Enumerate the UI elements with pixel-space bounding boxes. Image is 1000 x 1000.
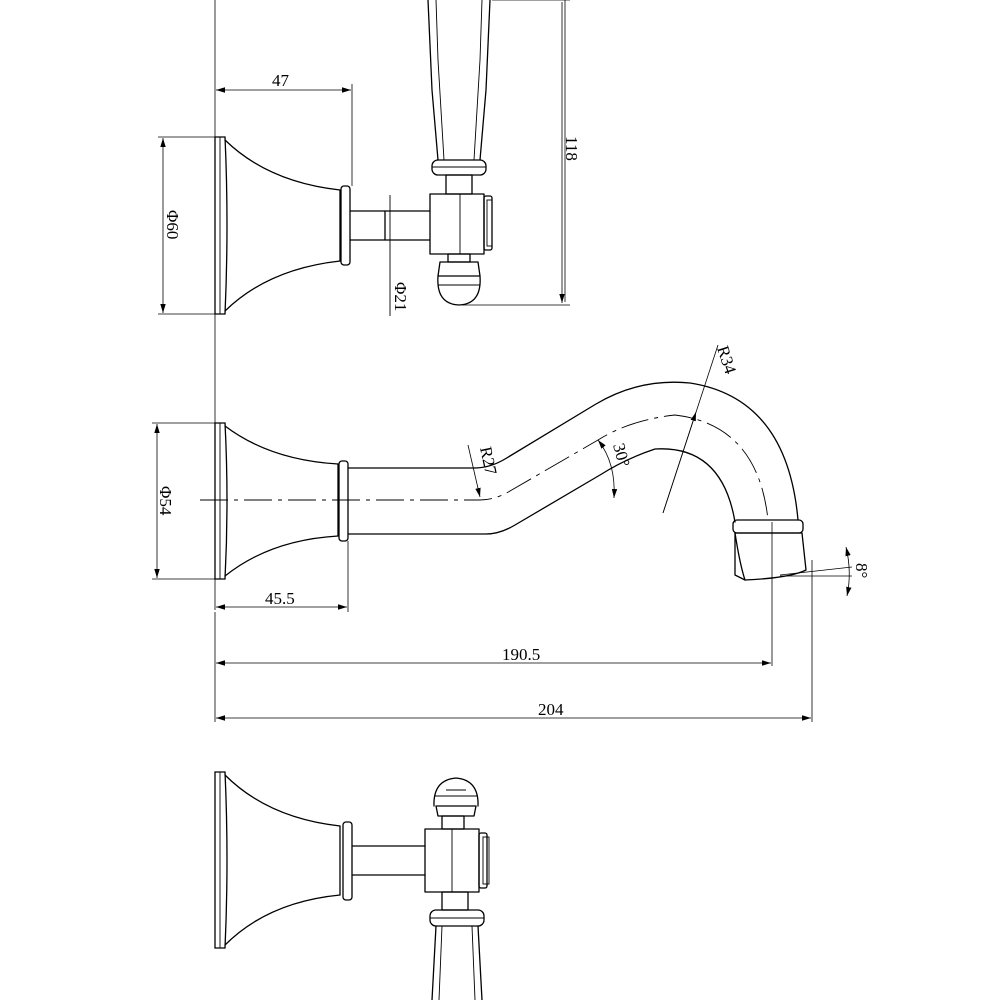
top-handle: [427, 0, 491, 195]
dim-top-height-label: 118: [562, 136, 581, 161]
bottom-valve-body: [424, 777, 490, 893]
dim-reach-label: 190.5: [502, 645, 540, 664]
dim-bend-angle-label: 30°: [609, 441, 634, 469]
top-view: 47 118 Φ60 Φ21: [158, 0, 581, 610]
dim-bend-radius-label: R27: [476, 445, 501, 477]
dim-top-plate-dia-label: Φ60: [163, 210, 182, 239]
bottom-handle: [429, 891, 485, 1000]
dim-side-plate-depth-label: 45.5: [265, 589, 295, 608]
side-wall-flange: [214, 422, 349, 580]
side-view: Φ54 45.5 R34 R27 30° 8° 190.5 204: [152, 343, 871, 722]
side-dimensions: Φ54 45.5 R34 R27 30° 8° 190.5 204: [152, 343, 871, 722]
bottom-wall-flange: [214, 771, 353, 949]
dim-overall-length-label: 204: [538, 700, 564, 719]
top-stem: [349, 195, 431, 316]
dim-top-stem-dia-label: Φ21: [391, 282, 410, 311]
bottom-stem: [351, 845, 426, 876]
dim-outlet-radius-label: R34: [713, 343, 740, 376]
dim-side-plate-dia-label: Φ54: [156, 486, 175, 516]
side-spout: [200, 381, 807, 581]
dim-top-width-label: 47: [272, 71, 290, 90]
dim-tip-angle-label: 8°: [852, 563, 871, 578]
top-valve-body: [429, 193, 493, 306]
top-dimensions: 47 118 Φ60 Φ21: [158, 0, 581, 610]
top-wall-flange: [214, 136, 351, 315]
bottom-view: [214, 771, 490, 1000]
